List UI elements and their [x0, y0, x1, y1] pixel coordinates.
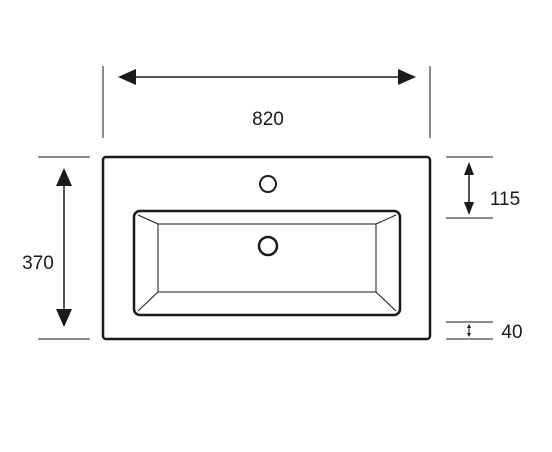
- offset-arrowhead-bottom: [464, 202, 474, 215]
- basin: [101, 155, 432, 341]
- bowl-corner-line-top-left: [137, 214, 159, 225]
- basin-outer-edge: [101, 155, 432, 341]
- bowl-outer-edge: [132, 209, 402, 317]
- width-arrowhead-left: [118, 69, 136, 85]
- depth-arrowhead-top: [56, 168, 72, 186]
- tap-hole-offset-dimension: 115: [446, 156, 520, 219]
- bowl-corner-line-bottom-left: [137, 291, 159, 312]
- depth-arrowhead-bottom: [56, 309, 72, 327]
- depth-dimension: 370: [22, 156, 90, 340]
- bowl-corner-line-top-right: [375, 214, 397, 225]
- rim-arrowhead-top: [467, 324, 471, 328]
- offset-arrowhead-top: [464, 162, 474, 175]
- tap-hole: [259, 175, 277, 193]
- drain-hole: [257, 235, 279, 257]
- rim-label: 40: [501, 322, 522, 343]
- bowl-inner-floor: [157, 223, 377, 293]
- depth-label: 370: [22, 253, 54, 274]
- width-label: 820: [252, 109, 284, 130]
- rim-height-dimension: 40: [446, 321, 523, 343]
- rim-arrowhead-bottom: [467, 333, 471, 337]
- width-arrowhead-right: [398, 69, 416, 85]
- width-dimension: 820: [102, 66, 431, 138]
- offset-label: 115: [490, 189, 520, 210]
- bowl-corner-line-bottom-right: [375, 291, 397, 312]
